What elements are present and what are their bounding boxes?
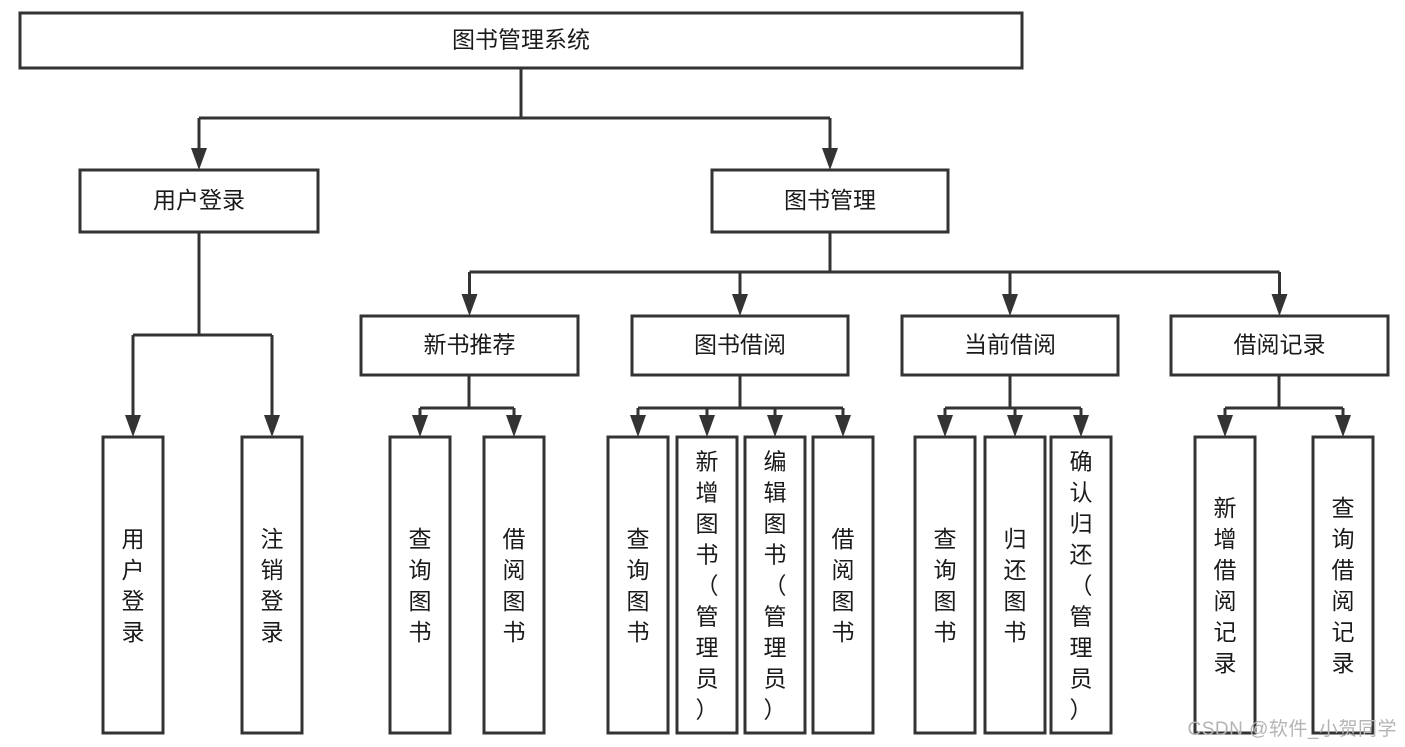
node-leaf-return-book[interactable]: 归还图书 xyxy=(983,435,1047,735)
node-leaf-add-book[interactable]: 新增图书（管理员） xyxy=(675,435,739,735)
edges-layer xyxy=(125,68,1351,437)
node-leaf-query-book-2[interactable]: 查询图书 xyxy=(606,435,670,735)
node-label-leaf-user-login: 用户登录 xyxy=(122,526,145,645)
node-leaf-user-login[interactable]: 用户登录 xyxy=(101,435,165,735)
node-leaf-query-book-1[interactable]: 查询图书 xyxy=(388,435,452,735)
node-label-leaf-add-record: 新增借阅记录 xyxy=(1214,495,1237,676)
node-label-leaf-query-book-3: 查询图书 xyxy=(934,526,957,645)
node-label-user-login: 用户登录 xyxy=(153,187,245,213)
node-leaf-query-record[interactable]: 查询借阅记录 xyxy=(1311,435,1375,735)
connector-edge-new-book-rec-bus xyxy=(412,375,522,437)
node-box-leaf-query-book-2[interactable] xyxy=(606,435,670,735)
node-leaf-logout[interactable]: 注销登录 xyxy=(240,435,304,735)
node-box-book-manage[interactable] xyxy=(710,168,950,234)
watermark-label: CSDN @软件_小贺同学 xyxy=(1187,719,1397,740)
node-new-book-rec[interactable]: 新书推荐 xyxy=(359,314,580,377)
node-box-leaf-borrow-book-1[interactable] xyxy=(482,435,546,735)
node-leaf-query-book-3[interactable]: 查询图书 xyxy=(913,435,977,735)
node-root[interactable]: 图书管理系统 xyxy=(18,11,1024,70)
node-label-root: 图书管理系统 xyxy=(452,27,590,53)
node-box-leaf-edit-book[interactable] xyxy=(743,435,807,735)
node-label-current-borrow: 当前借阅 xyxy=(964,332,1056,358)
node-label-leaf-add-book: 新增图书（管理员） xyxy=(696,449,719,723)
node-user-login[interactable]: 用户登录 xyxy=(78,168,320,234)
node-label-borrow-record: 借阅记录 xyxy=(1234,332,1326,358)
node-box-root[interactable] xyxy=(18,11,1024,70)
node-book-borrow[interactable]: 图书借阅 xyxy=(630,314,850,377)
node-leaf-add-record[interactable]: 新增借阅记录 xyxy=(1193,435,1257,735)
node-label-leaf-return-book: 归还图书 xyxy=(1004,526,1027,645)
connector-edge-borrow-record-bus xyxy=(1217,375,1351,437)
node-box-leaf-confirm-return[interactable] xyxy=(1049,435,1113,735)
node-label-new-book-rec: 新书推荐 xyxy=(424,332,516,358)
nodes-layer: 图书管理系统用户登录图书管理新书推荐图书借阅当前借阅借阅记录用户登录注销登录查询… xyxy=(18,11,1390,735)
node-label-book-borrow: 图书借阅 xyxy=(694,332,786,358)
node-borrow-record[interactable]: 借阅记录 xyxy=(1169,314,1390,377)
node-box-leaf-add-record[interactable] xyxy=(1193,435,1257,735)
node-box-user-login[interactable] xyxy=(78,168,320,234)
node-label-leaf-query-record: 查询借阅记录 xyxy=(1332,495,1355,676)
node-leaf-edit-book[interactable]: 编辑图书（管理员） xyxy=(743,435,807,735)
node-box-leaf-query-record[interactable] xyxy=(1311,435,1375,735)
node-box-book-borrow[interactable] xyxy=(630,314,850,377)
node-label-leaf-borrow-book-2: 借阅图书 xyxy=(832,526,855,645)
node-box-new-book-rec[interactable] xyxy=(359,314,580,377)
node-label-leaf-confirm-return: 确认归还（管理员） xyxy=(1070,449,1093,723)
node-label-leaf-logout: 注销登录 xyxy=(261,526,284,645)
connector-edge-book-manage-bus xyxy=(461,232,1288,316)
node-box-leaf-query-book-1[interactable] xyxy=(388,435,452,735)
node-box-leaf-user-login[interactable] xyxy=(101,435,165,735)
connector-edge-book-borrow-bus xyxy=(630,375,851,437)
node-current-borrow[interactable]: 当前借阅 xyxy=(900,314,1120,377)
node-box-current-borrow[interactable] xyxy=(900,314,1120,377)
node-label-leaf-edit-book: 编辑图书（管理员） xyxy=(764,449,787,723)
node-label-leaf-borrow-book-1: 借阅图书 xyxy=(503,526,526,645)
node-box-leaf-add-book[interactable] xyxy=(675,435,739,735)
node-box-leaf-logout[interactable] xyxy=(240,435,304,735)
connector-edge-root-bus xyxy=(191,68,838,170)
node-leaf-confirm-return[interactable]: 确认归还（管理员） xyxy=(1049,435,1113,735)
node-label-book-manage: 图书管理 xyxy=(784,187,876,213)
node-book-manage[interactable]: 图书管理 xyxy=(710,168,950,234)
node-box-borrow-record[interactable] xyxy=(1169,314,1390,377)
node-box-leaf-return-book[interactable] xyxy=(983,435,1047,735)
node-label-leaf-query-book-2: 查询图书 xyxy=(627,526,650,645)
node-leaf-borrow-book-2[interactable]: 借阅图书 xyxy=(811,435,875,735)
connector-edge-current-borrow-bus xyxy=(937,375,1089,437)
node-box-leaf-query-book-3[interactable] xyxy=(913,435,977,735)
node-label-leaf-query-book-1: 查询图书 xyxy=(409,526,432,645)
connector-edge-user-login-bus xyxy=(125,232,280,437)
node-box-leaf-borrow-book-2[interactable] xyxy=(811,435,875,735)
node-leaf-borrow-book-1[interactable]: 借阅图书 xyxy=(482,435,546,735)
